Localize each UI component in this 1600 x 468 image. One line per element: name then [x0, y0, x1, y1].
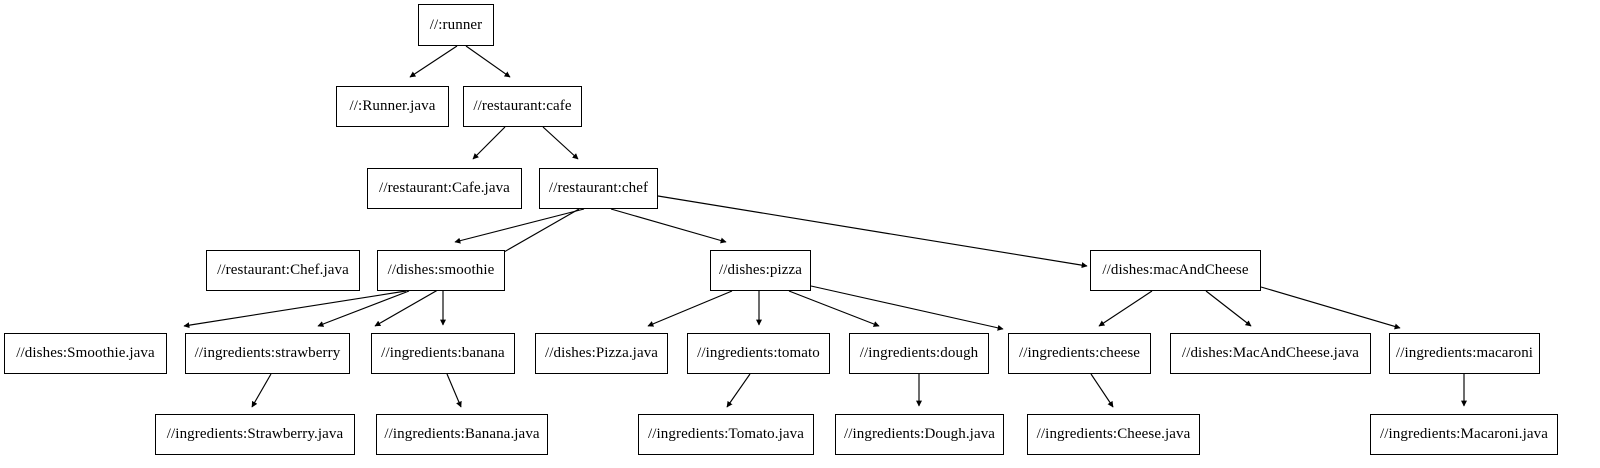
node-label-ing_strawberry_java: //ingredients:Strawberry.java	[166, 426, 344, 442]
edge-dishes_macandcheese-to-ing_cheese	[1098, 290, 1153, 327]
node-ing_dough_java[interactable]: //ingredients:Dough.java	[835, 414, 1004, 455]
node-dishes_mac_java[interactable]: //dishes:MacAndCheese.java	[1170, 333, 1371, 374]
node-ing_dough[interactable]: //ingredients:dough	[849, 333, 989, 374]
node-ing_strawberry_java[interactable]: //ingredients:Strawberry.java	[155, 414, 355, 455]
edge-restaurant_chef-to-dishes_pizza	[610, 208, 727, 244]
edge-restaurant_cafe-to-restaurant_cafe_java	[472, 126, 506, 160]
node-label-ing_cheese_java: //ingredients:Cheese.java	[1036, 426, 1191, 442]
node-label-ing_cheese: //ingredients:cheese	[1018, 345, 1141, 361]
node-dishes_smoothie[interactable]: //dishes:smoothie	[377, 250, 505, 291]
node-label-restaurant_cafe: //restaurant:cafe	[473, 98, 572, 114]
node-label-runner_java: //:Runner.java	[349, 98, 436, 114]
node-label-ing_dough_java: //ingredients:Dough.java	[843, 426, 996, 442]
node-label-runner: //:runner	[429, 16, 483, 33]
node-label-ing_tomato: //ingredients:tomato	[697, 345, 820, 361]
edge-ing_banana-to-ing_banana_java	[446, 373, 462, 408]
node-dishes_pizza[interactable]: //dishes:pizza	[710, 250, 811, 291]
edge-runner-to-restaurant_cafe	[465, 45, 511, 78]
node-label-dishes_pizza_java: //dishes:Pizza.java	[544, 345, 659, 361]
node-ing_cheese_java[interactable]: //ingredients:Cheese.java	[1027, 414, 1200, 455]
node-label-dishes_macandcheese: //dishes:macAndCheese	[1102, 262, 1249, 278]
node-runner_java[interactable]: //:Runner.java	[336, 86, 449, 127]
node-dishes_smoothie_java[interactable]: //dishes:Smoothie.java	[4, 333, 167, 374]
node-label-ing_strawberry: //ingredients:strawberry	[194, 345, 341, 361]
node-label-ing_dough: //ingredients:dough	[859, 345, 979, 361]
node-ing_banana_java[interactable]: //ingredients:Banana.java	[376, 414, 548, 455]
node-label-restaurant_cafe_java: //restaurant:Cafe.java	[379, 180, 510, 196]
node-label-dishes_smoothie: //dishes:smoothie	[387, 262, 495, 278]
edge-dishes_pizza-to-dishes_pizza_java	[647, 290, 733, 327]
edge-ing_cheese-to-ing_cheese_java	[1090, 373, 1114, 408]
node-ing_banana[interactable]: //ingredients:banana	[371, 333, 515, 374]
node-label-restaurant_chef: //restaurant:chef	[548, 180, 649, 196]
edge-ing_strawberry-to-ing_strawberry_java	[251, 373, 272, 408]
edge-dishes_macandcheese-to-dishes_mac_java	[1205, 290, 1252, 327]
edge-ing_tomato-to-ing_tomato_java	[726, 373, 751, 408]
edge-dishes_pizza-to-ing_dough	[788, 290, 880, 327]
edge-runner-to-runner_java	[409, 45, 458, 78]
node-ing_strawberry[interactable]: //ingredients:strawberry	[185, 333, 350, 374]
node-label-ing_banana: //ingredients:banana	[381, 345, 505, 361]
edge-dishes_macandcheese-to-ing_macaroni	[1260, 286, 1401, 330]
node-ing_macaroni[interactable]: //ingredients:macaroni	[1389, 333, 1540, 374]
node-dishes_pizza_java[interactable]: //dishes:Pizza.java	[535, 333, 668, 374]
node-label-ing_banana_java: //ingredients:Banana.java	[384, 426, 540, 442]
edge-dishes_pizza-to-ing_cheese	[810, 285, 1004, 331]
node-ing_macaroni_java[interactable]: //ingredients:Macaroni.java	[1370, 414, 1558, 455]
node-label-ing_macaroni: //ingredients:macaroni	[1395, 345, 1534, 361]
node-restaurant_chef_java[interactable]: //restaurant:Chef.java	[206, 250, 360, 291]
node-label-dishes_smoothie_java: //dishes:Smoothie.java	[16, 345, 155, 361]
node-label-dishes_pizza: //dishes:pizza	[718, 262, 803, 278]
node-runner[interactable]: //:runner	[418, 4, 494, 46]
node-label-restaurant_chef_java: //restaurant:Chef.java	[217, 262, 349, 278]
node-restaurant_cafe_java[interactable]: //restaurant:Cafe.java	[367, 168, 522, 209]
edge-restaurant_chef-to-dishes_smoothie	[454, 208, 585, 244]
node-restaurant_chef[interactable]: //restaurant:chef	[539, 168, 658, 209]
node-dishes_macandcheese[interactable]: //dishes:macAndCheese	[1090, 250, 1261, 291]
node-restaurant_cafe[interactable]: //restaurant:cafe	[463, 86, 582, 127]
edge-restaurant_cafe-to-restaurant_chef	[542, 126, 579, 160]
node-ing_tomato[interactable]: //ingredients:tomato	[687, 333, 830, 374]
node-label-ing_macaroni_java: //ingredients:Macaroni.java	[1379, 426, 1549, 442]
node-label-ing_tomato_java: //ingredients:Tomato.java	[648, 426, 804, 442]
node-ing_tomato_java[interactable]: //ingredients:Tomato.java	[638, 414, 814, 455]
node-ing_cheese[interactable]: //ingredients:cheese	[1008, 333, 1151, 374]
edge-dishes_smoothie-to-dishes_smoothie_java	[183, 290, 407, 329]
edge-dishes_smoothie-to-ing_strawberry	[317, 290, 410, 327]
node-label-dishes_mac_java: //dishes:MacAndCheese.java	[1181, 345, 1360, 361]
